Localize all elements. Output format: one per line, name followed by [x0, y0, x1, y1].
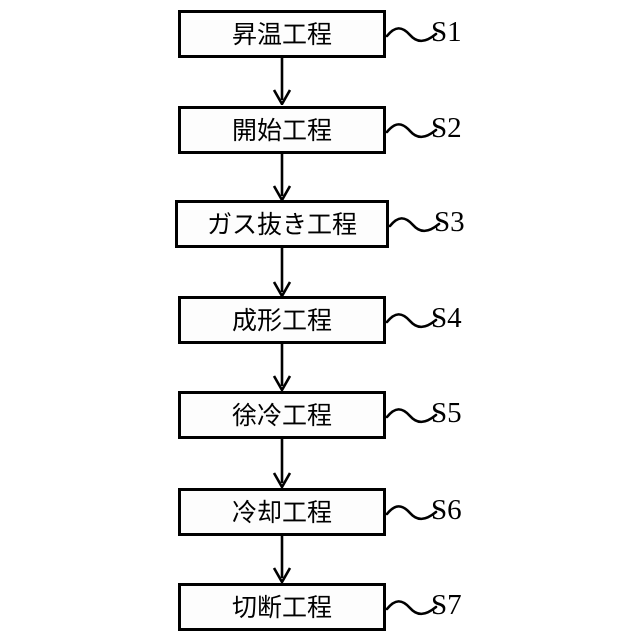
step-box-s5[interactable]: 徐冷工程 — [178, 391, 386, 439]
flowchart-step-s5: 徐冷工程 S5 — [0, 391, 640, 439]
leader-squiggle-s7 — [386, 600, 438, 616]
leader-squiggle-s1 — [386, 27, 438, 43]
leader-squiggle-s3 — [389, 217, 441, 233]
step-box-label: 徐冷工程 — [231, 400, 332, 430]
step-box-s6[interactable]: 冷却工程 — [178, 488, 386, 536]
flowchart-step-s2: 開始工程 S2 — [0, 106, 640, 154]
step-tag-s6: S6 — [431, 494, 462, 526]
step-tag-s3: S3 — [434, 206, 465, 238]
leader-squiggle-s2 — [386, 123, 438, 139]
step-box-label: 成形工程 — [231, 305, 332, 335]
flowchart-step-s4: 成形工程 S4 — [0, 296, 640, 344]
step-box-label: 開始工程 — [231, 115, 332, 145]
step-box-s3[interactable]: ガス抜き工程 — [175, 200, 389, 248]
step-box-label: 冷却工程 — [231, 497, 332, 527]
flowchart-step-s6: 冷却工程 S6 — [0, 488, 640, 536]
connector-arrow-s2-s3 — [272, 154, 292, 201]
step-tag-s5: S5 — [431, 397, 462, 429]
step-box-s4[interactable]: 成形工程 — [178, 296, 386, 344]
step-box-s2[interactable]: 開始工程 — [178, 106, 386, 154]
flowchart-step-s3: ガス抜き工程 S3 — [0, 200, 640, 248]
connector-arrow-s5-s6 — [272, 439, 292, 488]
step-box-label: 切断工程 — [231, 592, 332, 622]
flowchart-step-s7: 切断工程 S7 — [0, 583, 640, 631]
flowchart-step-s1: 昇温工程 S1 — [0, 10, 640, 58]
connector-arrow-s6-s7 — [272, 536, 292, 583]
connector-arrow-s4-s5 — [272, 344, 292, 391]
connector-arrow-s3-s4 — [272, 248, 292, 297]
step-tag-s7: S7 — [431, 589, 462, 621]
step-box-s1[interactable]: 昇温工程 — [178, 10, 386, 58]
step-tag-s2: S2 — [431, 112, 462, 144]
step-box-label: 昇温工程 — [231, 19, 332, 49]
step-box-label: ガス抜き工程 — [206, 209, 357, 239]
step-box-s7[interactable]: 切断工程 — [178, 583, 386, 631]
connector-arrow-s1-s2 — [272, 58, 292, 105]
step-tag-s4: S4 — [431, 302, 462, 334]
step-tag-s1: S1 — [431, 16, 462, 48]
leader-squiggle-s5 — [386, 408, 438, 424]
leader-squiggle-s4 — [386, 313, 438, 329]
leader-squiggle-s6 — [386, 505, 438, 521]
